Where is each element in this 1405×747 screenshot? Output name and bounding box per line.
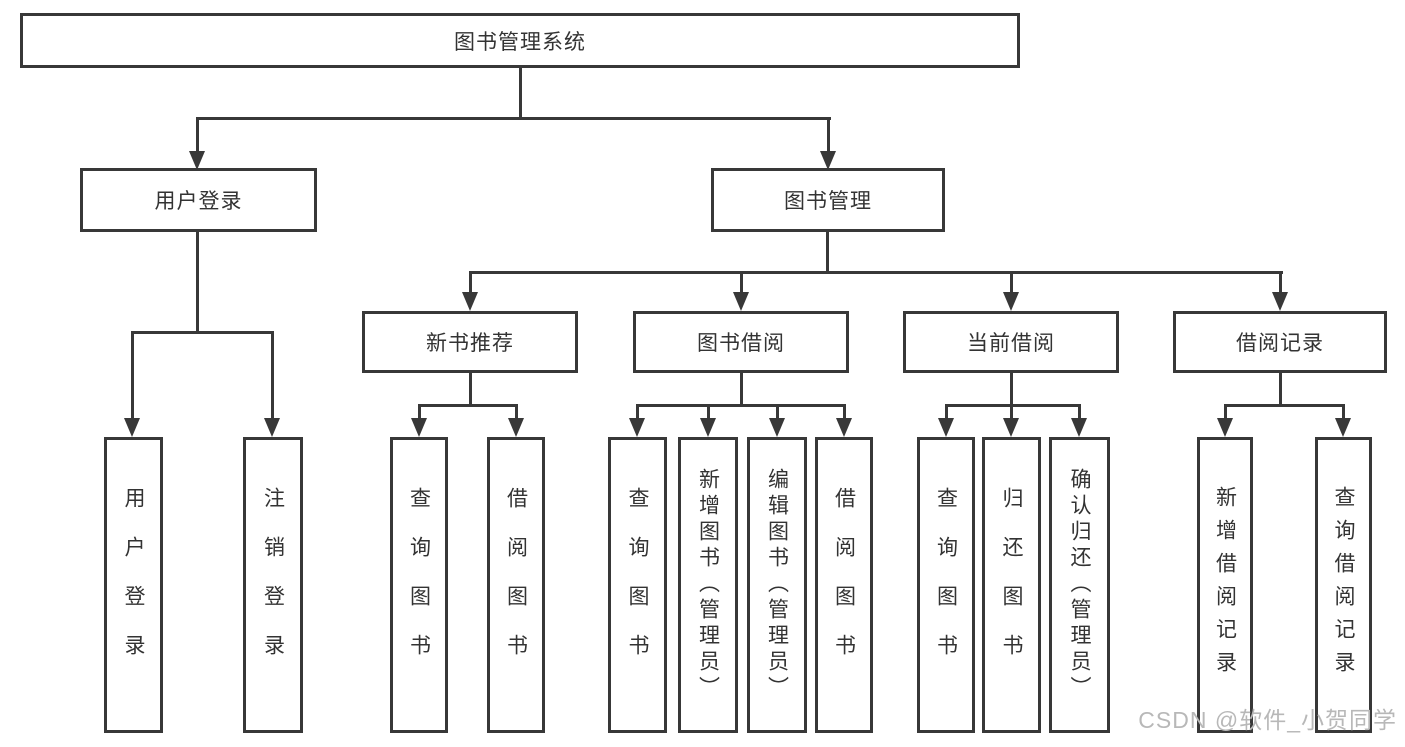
connector-current-borrow-trunk bbox=[1010, 371, 1013, 407]
connector-drop-g3-4 bbox=[843, 404, 846, 420]
leaf-query-borrow-record: 查询借阅记录 bbox=[1315, 437, 1372, 733]
node-new-book-recommend-label: 新书推荐 bbox=[426, 332, 514, 355]
leaf-query-books-2: 查询图书 bbox=[608, 437, 667, 733]
connector-drop-g3-2 bbox=[707, 404, 710, 420]
arrowhead-g3-1 bbox=[629, 418, 645, 437]
connector-drop-book-borrow bbox=[740, 271, 743, 295]
connector-drop-new-book bbox=[469, 271, 472, 295]
leaf-logout: 注销登录 bbox=[243, 437, 303, 733]
connector-root-trunk bbox=[519, 66, 522, 117]
node-root-label: 图书管理系统 bbox=[454, 30, 586, 54]
leaf-query-books-1: 查询图书 bbox=[390, 437, 448, 733]
node-book-borrow: 图书借阅 bbox=[633, 311, 849, 373]
leaf-user-login-label: 用户登录 bbox=[122, 487, 145, 683]
connector-drop-borrow-records bbox=[1279, 271, 1282, 295]
connector-drop-g3-3 bbox=[776, 404, 779, 420]
leaf-confirm-return-admin: 确认归还（管理员） bbox=[1049, 437, 1110, 733]
watermark: CSDN @软件_小贺同学 bbox=[1138, 707, 1397, 733]
leaf-return-book: 归还图书 bbox=[982, 437, 1041, 733]
connector-borrow-records-trunk bbox=[1279, 371, 1282, 407]
arrowhead-g3-2 bbox=[700, 418, 716, 437]
connector-drop-user-login bbox=[196, 117, 199, 153]
arrowhead-g4-3 bbox=[1071, 418, 1087, 437]
arrowhead-g3-3 bbox=[769, 418, 785, 437]
connector-level3-bar bbox=[469, 271, 1283, 274]
connector-user-login-trunk bbox=[196, 230, 199, 334]
connector-user-login-bar bbox=[131, 331, 274, 334]
leaf-edit-book-admin-label: 编辑图书（管理员） bbox=[765, 468, 789, 702]
arrowhead-book-mgmt bbox=[820, 151, 836, 170]
connector-new-book-bar bbox=[418, 404, 518, 407]
leaf-confirm-return-admin-label: 确认归还（管理员） bbox=[1068, 468, 1091, 702]
arrowhead-g2-1 bbox=[411, 418, 427, 437]
arrowhead-g2-2 bbox=[508, 418, 524, 437]
connector-current-borrow-bar bbox=[945, 404, 1081, 407]
connector-book-borrow-bar bbox=[636, 404, 846, 407]
node-user-login: 用户登录 bbox=[80, 168, 317, 232]
leaf-borrow-books-1-label: 借阅图书 bbox=[504, 487, 528, 683]
node-borrow-records: 借阅记录 bbox=[1173, 311, 1387, 373]
arrowhead-leaf-logout bbox=[264, 418, 280, 437]
arrowhead-g5-1 bbox=[1217, 418, 1233, 437]
connector-drop-leaf-logout bbox=[271, 331, 274, 419]
leaf-add-borrow-record-label: 新增借阅记录 bbox=[1213, 486, 1237, 684]
node-user-login-label: 用户登录 bbox=[154, 190, 243, 213]
node-new-book-recommend: 新书推荐 bbox=[362, 311, 578, 373]
leaf-query-books-2-label: 查询图书 bbox=[626, 487, 649, 683]
node-current-borrow-label: 当前借阅 bbox=[967, 332, 1055, 355]
leaf-user-login: 用户登录 bbox=[104, 437, 163, 733]
leaf-query-books-3: 查询图书 bbox=[917, 437, 975, 733]
connector-drop-leaf-login bbox=[131, 331, 134, 419]
connector-borrow-records-bar bbox=[1224, 404, 1345, 407]
arrowhead-user-login bbox=[189, 151, 205, 170]
node-book-management: 图书管理 bbox=[711, 168, 945, 232]
connector-book-mgmt-trunk bbox=[826, 230, 829, 274]
arrowhead-g4-2 bbox=[1003, 418, 1019, 437]
leaf-borrow-books-2: 借阅图书 bbox=[815, 437, 873, 733]
connector-drop-g2-1 bbox=[418, 404, 421, 420]
node-current-borrow: 当前借阅 bbox=[903, 311, 1119, 373]
leaf-return-book-label: 归还图书 bbox=[1000, 487, 1023, 683]
connector-drop-g5-1 bbox=[1224, 404, 1227, 420]
connector-book-borrow-trunk bbox=[740, 371, 743, 407]
connector-drop-g4-2 bbox=[1010, 404, 1013, 420]
arrowhead-g3-4 bbox=[836, 418, 852, 437]
connector-drop-g2-2 bbox=[515, 404, 518, 420]
leaf-add-borrow-record: 新增借阅记录 bbox=[1197, 437, 1253, 733]
leaf-logout-label: 注销登录 bbox=[261, 487, 285, 683]
node-root: 图书管理系统 bbox=[20, 13, 1020, 68]
node-borrow-records-label: 借阅记录 bbox=[1236, 332, 1324, 355]
arrowhead-leaf-login bbox=[124, 418, 140, 437]
leaf-add-book-admin: 新增图书（管理员） bbox=[678, 437, 738, 733]
node-book-borrow-label: 图书借阅 bbox=[697, 332, 785, 355]
arrowhead-g5-2 bbox=[1335, 418, 1351, 437]
arrowhead-current-borrow bbox=[1003, 292, 1019, 311]
node-book-management-label: 图书管理 bbox=[784, 190, 872, 213]
leaf-query-books-3-label: 查询图书 bbox=[934, 487, 958, 683]
connector-new-book-trunk bbox=[469, 371, 472, 407]
arrowhead-new-book bbox=[462, 292, 478, 311]
connector-drop-g4-3 bbox=[1078, 404, 1081, 420]
leaf-query-books-1-label: 查询图书 bbox=[407, 487, 431, 683]
leaf-borrow-books-2-label: 借阅图书 bbox=[832, 487, 856, 683]
connector-drop-g3-1 bbox=[636, 404, 639, 420]
connector-drop-current-borrow bbox=[1010, 271, 1013, 295]
connector-drop-book-mgmt bbox=[827, 117, 830, 153]
connector-drop-g5-2 bbox=[1342, 404, 1345, 420]
leaf-edit-book-admin: 编辑图书（管理员） bbox=[747, 437, 807, 733]
leaf-query-borrow-record-label: 查询借阅记录 bbox=[1332, 486, 1355, 684]
arrowhead-g4-1 bbox=[938, 418, 954, 437]
connector-drop-g4-1 bbox=[945, 404, 948, 420]
connector-level2-bar bbox=[196, 117, 831, 120]
arrowhead-book-borrow bbox=[733, 292, 749, 311]
arrowhead-borrow-records bbox=[1272, 292, 1288, 311]
leaf-add-book-admin-label: 新增图书（管理员） bbox=[696, 468, 720, 702]
leaf-borrow-books-1: 借阅图书 bbox=[487, 437, 545, 733]
